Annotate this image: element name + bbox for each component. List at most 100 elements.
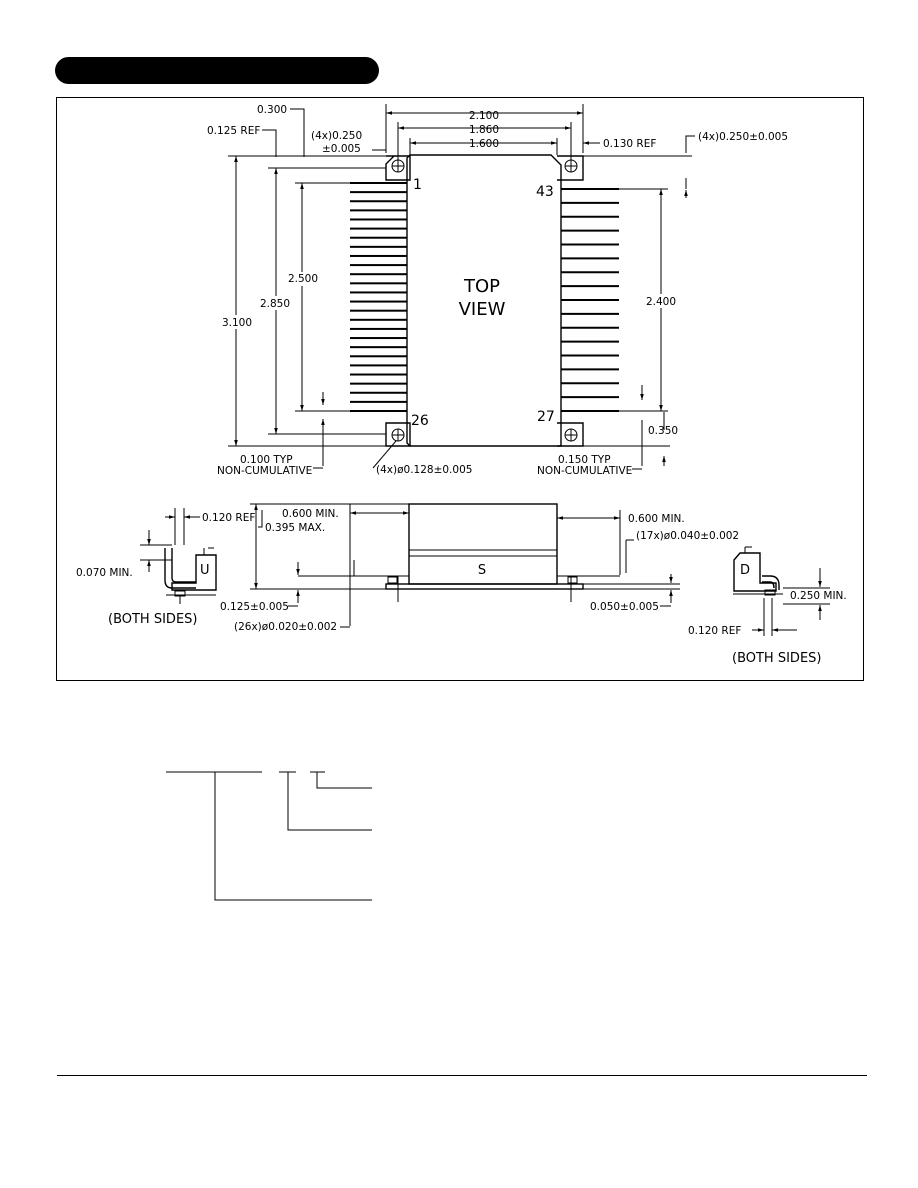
- left-end-view: U 0.120 REF 0.070 MIN. (BOTH SIDES): [76, 508, 255, 627]
- pin-27-label: 27: [537, 409, 555, 425]
- dim-0600min-left: 0.600 MIN.: [282, 508, 339, 520]
- pin-26-label: 26: [411, 413, 429, 429]
- dim-0120ref-right: 0.120 REF: [688, 625, 741, 637]
- pin-fin: [561, 201, 619, 204]
- pin-fin: [350, 200, 407, 203]
- s-label: S: [478, 563, 486, 578]
- mounting-hole-icon: [391, 428, 405, 442]
- pin-fin: [561, 188, 619, 190]
- dim-0050pm: 0.050±0.005: [590, 601, 659, 613]
- pin-fin: [350, 400, 407, 403]
- top-label: TOP: [463, 276, 500, 297]
- pin-fin: [350, 327, 407, 330]
- pin-fin: [350, 218, 407, 221]
- section-title-bar: [55, 57, 379, 84]
- pin-fin: [350, 227, 407, 230]
- pin-fin: [561, 354, 619, 357]
- left-pin-fins: [350, 182, 407, 412]
- pin-fin: [350, 309, 407, 312]
- pin-fin: [561, 257, 619, 260]
- pin-fin: [561, 285, 619, 288]
- tab-bottom-left: [385, 422, 411, 447]
- dim-0125pm: 0.125±0.005: [220, 601, 289, 613]
- dim-0130ref: 0.130 REF: [603, 138, 656, 150]
- dim-2850: 2.850: [260, 298, 290, 310]
- noncum-1: NON-CUMULATIVE: [217, 465, 312, 477]
- pin-fin: [350, 264, 407, 267]
- pin-fin: [561, 271, 619, 274]
- pin-fin: [350, 382, 407, 385]
- right-pin-fins: [561, 188, 619, 412]
- right-end-view: D 0.120 REF 0.250 MIN. (BOTH SIDES): [688, 546, 847, 666]
- dim-4x0250-right: (4x)0.250±0.005: [698, 131, 788, 143]
- pin-fin: [350, 282, 407, 285]
- pin-fin: [561, 229, 619, 232]
- pin-fin: [350, 410, 407, 412]
- view-label: VIEW: [459, 299, 506, 320]
- mounting-hole-icon: [564, 159, 578, 173]
- pin-fin: [350, 209, 407, 212]
- dim-0350: 0.350: [648, 425, 678, 437]
- dim-2400: 2.400: [646, 296, 676, 308]
- pin-fin: [350, 391, 407, 394]
- pin-fin: [561, 215, 619, 218]
- pin-fin: [350, 191, 407, 194]
- pin-fin: [561, 312, 619, 315]
- dim-pm005: ±0.005: [322, 143, 361, 155]
- pin-fin: [561, 243, 619, 246]
- pin-fin: [350, 300, 407, 303]
- dim-0395max: 0.395 MAX.: [265, 522, 325, 534]
- pin-fin: [350, 364, 407, 367]
- dim-0300: 0.300: [257, 104, 287, 116]
- pin-fin: [350, 373, 407, 376]
- d-label: D: [740, 563, 750, 578]
- part-number-callout: [166, 771, 372, 901]
- footer-rule: [57, 1075, 867, 1076]
- dim-0125ref: 0.125 REF: [207, 125, 260, 137]
- mounting-hole-icon: [391, 159, 405, 173]
- pin-fin: [350, 254, 407, 257]
- pin-fin: [350, 337, 407, 340]
- pin-fin: [350, 182, 407, 184]
- pin-fin: [350, 318, 407, 321]
- side-view: S 0.600 MIN. 0.395 MAX. 0.125±0.005 (26x…: [220, 503, 739, 633]
- drawing-frame: [56, 97, 864, 681]
- dim-1600: 1.600: [469, 138, 499, 150]
- top-view: TOP VIEW 1 26 43 27 2.100 1.860 1.600 0.…: [207, 104, 788, 477]
- pin-fin: [561, 410, 619, 412]
- pin-fin: [561, 396, 619, 399]
- dim-0600min-right: 0.600 MIN.: [628, 513, 685, 525]
- dim-26x: (26x)ø0.020±0.002: [234, 621, 337, 633]
- dim-0120ref-left: 0.120 REF: [202, 512, 255, 524]
- dim-0150typ: 0.150 TYP: [558, 454, 611, 466]
- noncum-2: NON-CUMULATIVE: [537, 465, 632, 477]
- pin-fin: [561, 326, 619, 329]
- mounting-hole-icon: [564, 428, 578, 442]
- dim-3100: 3.100: [222, 317, 252, 329]
- pin-fin: [561, 382, 619, 385]
- u-label: U: [200, 563, 210, 578]
- dim-2100: 2.100: [469, 110, 499, 122]
- dim-4x0250: (4x)0.250: [311, 130, 362, 142]
- tab-bottom-right: [557, 422, 584, 447]
- pin-fin: [561, 368, 619, 371]
- dim-0070min: 0.070 MIN.: [76, 567, 133, 579]
- pin-43-label: 43: [536, 184, 554, 200]
- dim-1860: 1.860: [469, 124, 499, 136]
- dim-4xhole: (4x)ø0.128±0.005: [376, 464, 472, 476]
- tab-top-left: [385, 155, 411, 181]
- pin-fin: [350, 236, 407, 239]
- both-sides-right: (BOTH SIDES): [732, 651, 821, 666]
- module-body: [406, 154, 562, 447]
- dim-2500: 2.500: [288, 273, 318, 285]
- pin-1-label: 1: [413, 177, 422, 193]
- both-sides-left: (BOTH SIDES): [108, 612, 197, 627]
- pin-fin: [350, 291, 407, 294]
- dim-17x: (17x)ø0.040±0.002: [636, 530, 739, 542]
- dim-0100typ: 0.100 TYP: [240, 454, 293, 466]
- pin-fin: [350, 245, 407, 248]
- pin-fin: [350, 355, 407, 358]
- pin-fin: [561, 299, 619, 301]
- pin-fin: [350, 273, 407, 276]
- tab-top-right: [557, 155, 584, 181]
